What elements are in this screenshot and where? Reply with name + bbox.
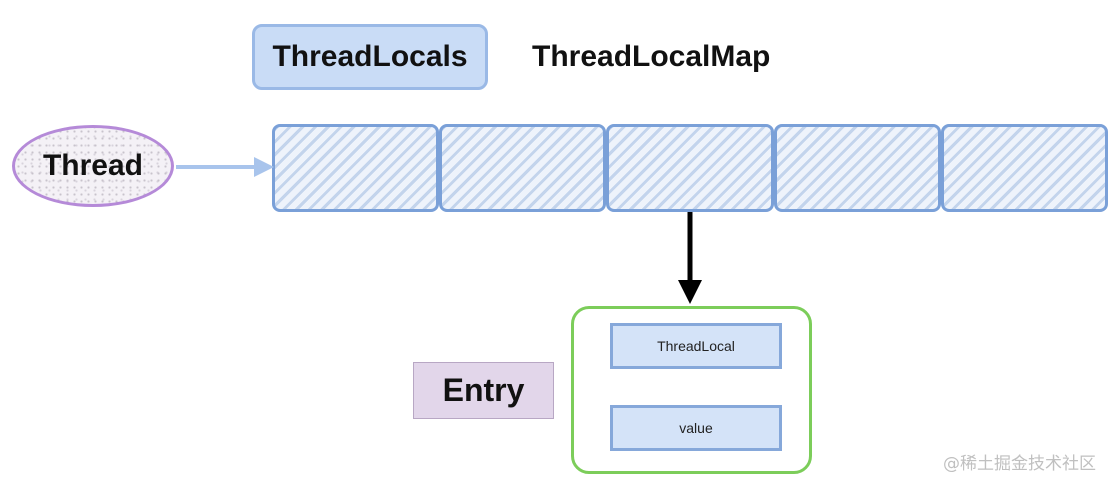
threadlocalmap-array [272, 124, 1108, 212]
entry-label: Entry [413, 362, 554, 419]
threadlocals-label: ThreadLocals [252, 24, 488, 90]
threadlocalmap-label: ThreadLocalMap [532, 40, 771, 73]
map-cell [773, 124, 941, 212]
map-cell [272, 124, 440, 212]
map-to-entry-arrow [678, 212, 702, 304]
thread-node-label: Thread [42, 149, 144, 182]
entry-value-field: value [610, 405, 782, 451]
entry-node: ThreadLocal value [571, 306, 812, 474]
entry-label-text: Entry [442, 372, 525, 408]
thread-node: Thread [12, 125, 174, 207]
entry-key-text: ThreadLocal [657, 338, 735, 354]
thread-to-map-arrow [176, 157, 274, 177]
map-cell [606, 124, 774, 212]
entry-value-text: value [679, 420, 713, 436]
entry-key-field: ThreadLocal [610, 323, 782, 369]
map-cell [940, 124, 1108, 212]
map-cell [439, 124, 607, 212]
threadlocals-label-text: ThreadLocals [272, 40, 468, 73]
watermark: @稀土掘金技术社区 [943, 454, 1096, 474]
